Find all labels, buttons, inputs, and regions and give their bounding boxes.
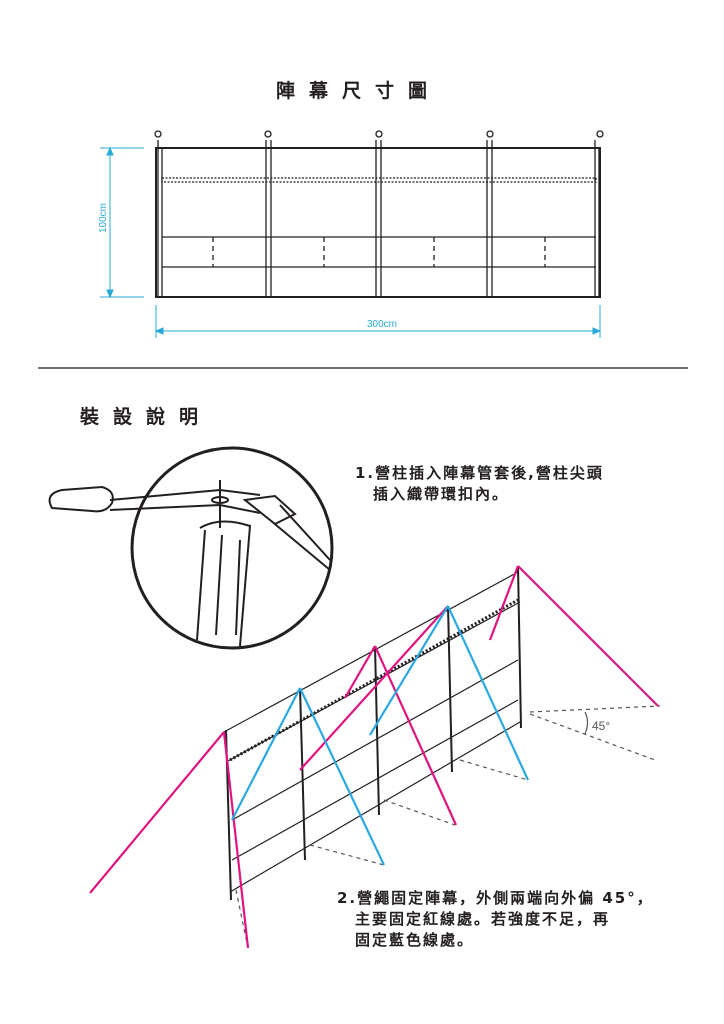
detail-circle — [48, 446, 334, 650]
step-1-line: 1.營柱插入陣幕管套後,營柱尖頭 — [355, 464, 604, 482]
step-2-line: 主要固定紅線處。若強度不足，再 — [355, 910, 611, 928]
install-title: 裝設說明 — [80, 406, 213, 428]
height-label: 100cm — [98, 203, 109, 233]
poles — [157, 140, 600, 297]
step-1-line: 插入織帶環扣內。 — [373, 485, 510, 503]
hooks — [154, 130, 604, 138]
width-label: 300cm — [367, 319, 397, 330]
step-2-text: 2.營繩固定陣幕，外側兩端向外偏 45°， 主要固定紅線處。若強度不足，再 固定… — [337, 888, 654, 951]
red-guy-lines — [89, 565, 659, 949]
step-2-line: 固定藍色線處。 — [355, 931, 475, 949]
angle-label: 45° — [592, 719, 610, 733]
blue-guy-lines — [231, 605, 529, 866]
step-1-text: 1.營柱插入陣幕管套後,營柱尖頭 插入織帶環扣內。 — [355, 463, 604, 505]
size-diagram-title: 陣幕尺寸圖 — [276, 80, 442, 102]
step-2-line: 2.營繩固定陣幕，外側兩端向外偏 45°， — [337, 889, 654, 907]
